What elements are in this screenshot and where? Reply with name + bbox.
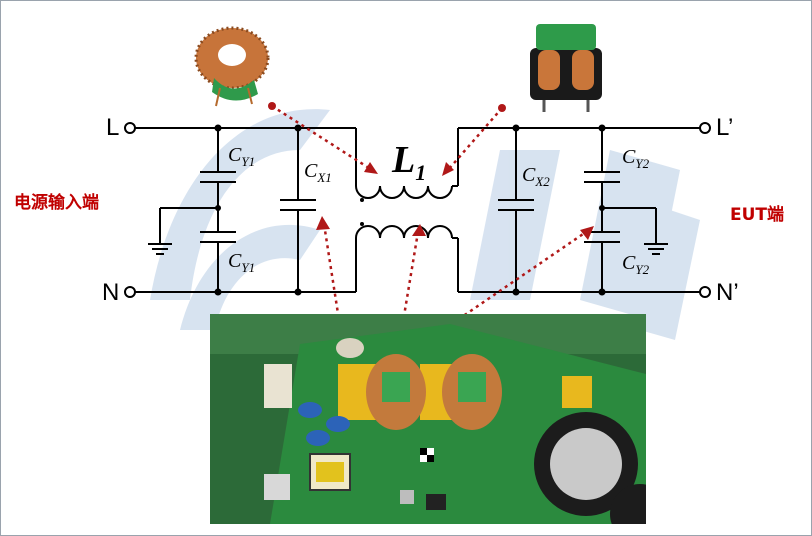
terminal-n-label: N	[102, 279, 120, 306]
cap-label-cx1: CX1	[304, 160, 332, 185]
cap-label-cy2-bottom: CY2	[622, 252, 650, 277]
choke-component-image	[530, 24, 602, 112]
cap-label-cy1-top: CY1	[228, 144, 256, 169]
cap-label-cy1-bottom: CY1	[228, 250, 256, 275]
terminal-n-out-label: N’	[716, 279, 739, 306]
schematic-wires	[134, 127, 700, 293]
pcb-photo-art	[210, 314, 646, 524]
junction-dots	[214, 124, 606, 296]
cap-label-cx2: CX2	[522, 164, 550, 189]
input-end-label: 电源输入端	[14, 193, 99, 213]
toroid-inductor-image	[194, 26, 270, 107]
terminal-l-out-label: L’	[716, 114, 734, 141]
inductor-label: L1	[392, 139, 427, 185]
pcb-photo	[210, 314, 646, 524]
eut-end-label: EUT端	[730, 205, 785, 225]
cap-label-cy2-top: CY2	[622, 146, 650, 171]
terminal-circles	[124, 122, 711, 298]
terminal-l-label: L	[106, 114, 120, 141]
